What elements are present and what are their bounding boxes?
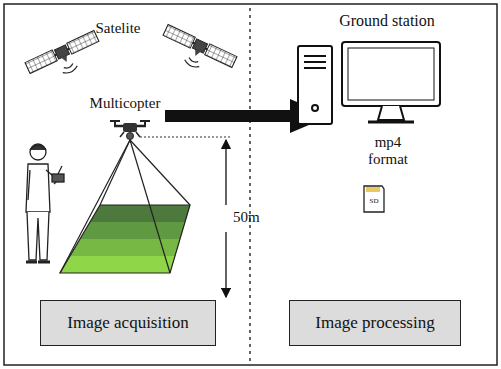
process-box: Image acquisition (40, 300, 216, 346)
satellite-icon (25, 31, 106, 88)
sd-card-icon (364, 186, 384, 212)
computer-icon (298, 42, 440, 124)
satellite-label: Satelite (96, 20, 141, 37)
operator-figure (26, 144, 64, 262)
dimension-label: 50m (233, 209, 260, 226)
box-label: Image acquisition (67, 313, 188, 333)
multicopter-label: Multicopter (90, 95, 161, 112)
camera-view-cone (60, 140, 190, 273)
box-label: Image processing (315, 313, 434, 333)
dimension-arrow (225, 232, 226, 297)
frame (4, 4, 497, 365)
dimension-arrow (225, 140, 226, 205)
divider (249, 8, 251, 362)
altitude-reference (140, 137, 232, 138)
process-box: Image processing (289, 300, 461, 346)
field-bands (60, 205, 190, 273)
sd-label: SD (370, 197, 379, 205)
ground-station-label: Ground station (339, 12, 435, 30)
file-format-label: mp4 format (363, 134, 413, 169)
satellite-icon (156, 25, 237, 82)
